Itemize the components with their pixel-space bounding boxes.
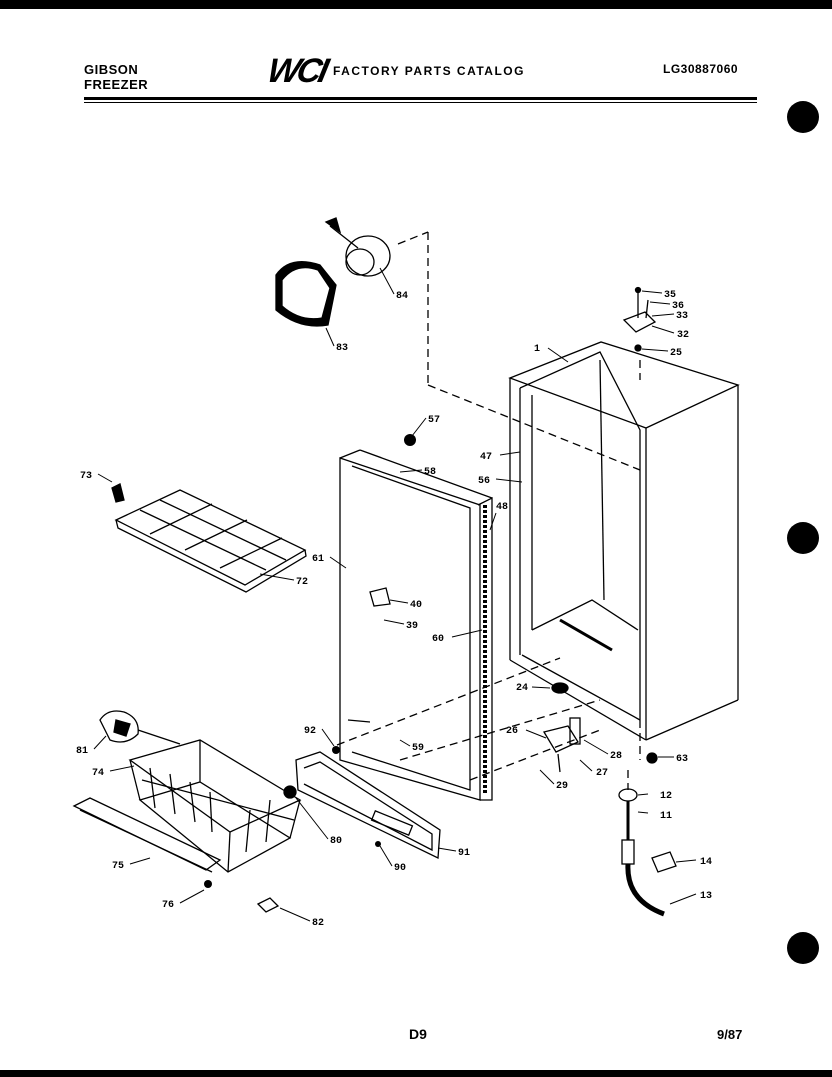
part-label: 13 — [700, 891, 712, 902]
brand-line1: GIBSON — [84, 62, 139, 77]
part-label: 40 — [410, 600, 422, 611]
part-label: 26 — [506, 726, 518, 737]
part-label: 92 — [304, 726, 316, 737]
part-label: 35 — [664, 290, 676, 301]
brand-label: GIBSON FREEZER — [84, 62, 148, 92]
part-label: 24 — [516, 683, 528, 694]
part-label: 73 — [80, 471, 92, 482]
binder-hole-middle — [787, 522, 819, 554]
fan-motor — [275, 217, 391, 327]
door-panel — [339, 449, 493, 801]
part-label: 57 — [428, 415, 440, 426]
grommet-92 — [332, 746, 340, 754]
part-label: 58 — [424, 467, 436, 478]
part-label: 25 — [670, 348, 682, 359]
part-label: 33 — [676, 311, 688, 322]
screw-76 — [204, 880, 212, 888]
catalog-date: 9/87 — [717, 1027, 743, 1042]
bottom-border — [0, 1070, 832, 1077]
binder-hole-top — [787, 101, 819, 133]
part-label: 47 — [480, 452, 492, 463]
part-label: 48 — [496, 502, 508, 513]
catalog-number: LG30887060 — [663, 62, 739, 76]
part-label: 82 — [312, 918, 324, 929]
header-rule-thin — [84, 102, 757, 103]
top-border — [0, 0, 832, 9]
thermostat-assembly — [622, 286, 657, 352]
part-labels: 1 11 12 13 14 24 25 26 27 28 29 32 33 35… — [76, 290, 712, 929]
part-label: 72 — [296, 577, 308, 588]
freezer-cabinet — [508, 341, 740, 741]
part-label: 75 — [112, 861, 124, 872]
wire-basket — [128, 739, 302, 873]
part-label: 27 — [596, 768, 608, 779]
part-label: 76 — [162, 900, 174, 911]
part-label: 81 — [76, 746, 88, 757]
shelf-rack — [111, 483, 307, 593]
part-label: 60 — [432, 634, 444, 645]
part-label: 29 — [556, 781, 568, 792]
part-label: 83 — [336, 343, 348, 354]
part-label: 61 — [312, 554, 324, 565]
assembly-guide-lines — [336, 231, 641, 790]
brand-line2: FREEZER — [84, 77, 149, 92]
plug-57 — [404, 434, 416, 446]
leader-lines — [93, 267, 697, 922]
screw-90 — [375, 841, 381, 847]
part-label: 14 — [700, 857, 712, 868]
binder-hole-bottom — [787, 932, 819, 964]
hinge-parts — [542, 682, 677, 917]
part-label: 12 — [660, 791, 672, 802]
basket-trim — [72, 710, 280, 913]
part-label: 56 — [478, 476, 490, 487]
part-label: 84 — [396, 291, 408, 302]
part-label: 11 — [660, 811, 672, 822]
part-label: 32 — [677, 330, 689, 341]
part-label: 1 — [534, 344, 540, 355]
page-code: D9 — [409, 1026, 427, 1042]
part-label: 28 — [610, 751, 622, 762]
part-label: 91 — [458, 848, 470, 859]
header-rule — [84, 97, 757, 100]
part-label: 36 — [672, 301, 684, 312]
part-label: 74 — [92, 768, 104, 779]
catalog-title: FACTORY PARTS CATALOG — [333, 64, 525, 78]
part-label: 80 — [330, 836, 342, 847]
part-label: 39 — [406, 621, 418, 632]
part-label: 63 — [676, 754, 688, 765]
part-label: 90 — [394, 863, 406, 874]
part-label: 59 — [412, 743, 424, 754]
kickplate — [283, 751, 441, 860]
